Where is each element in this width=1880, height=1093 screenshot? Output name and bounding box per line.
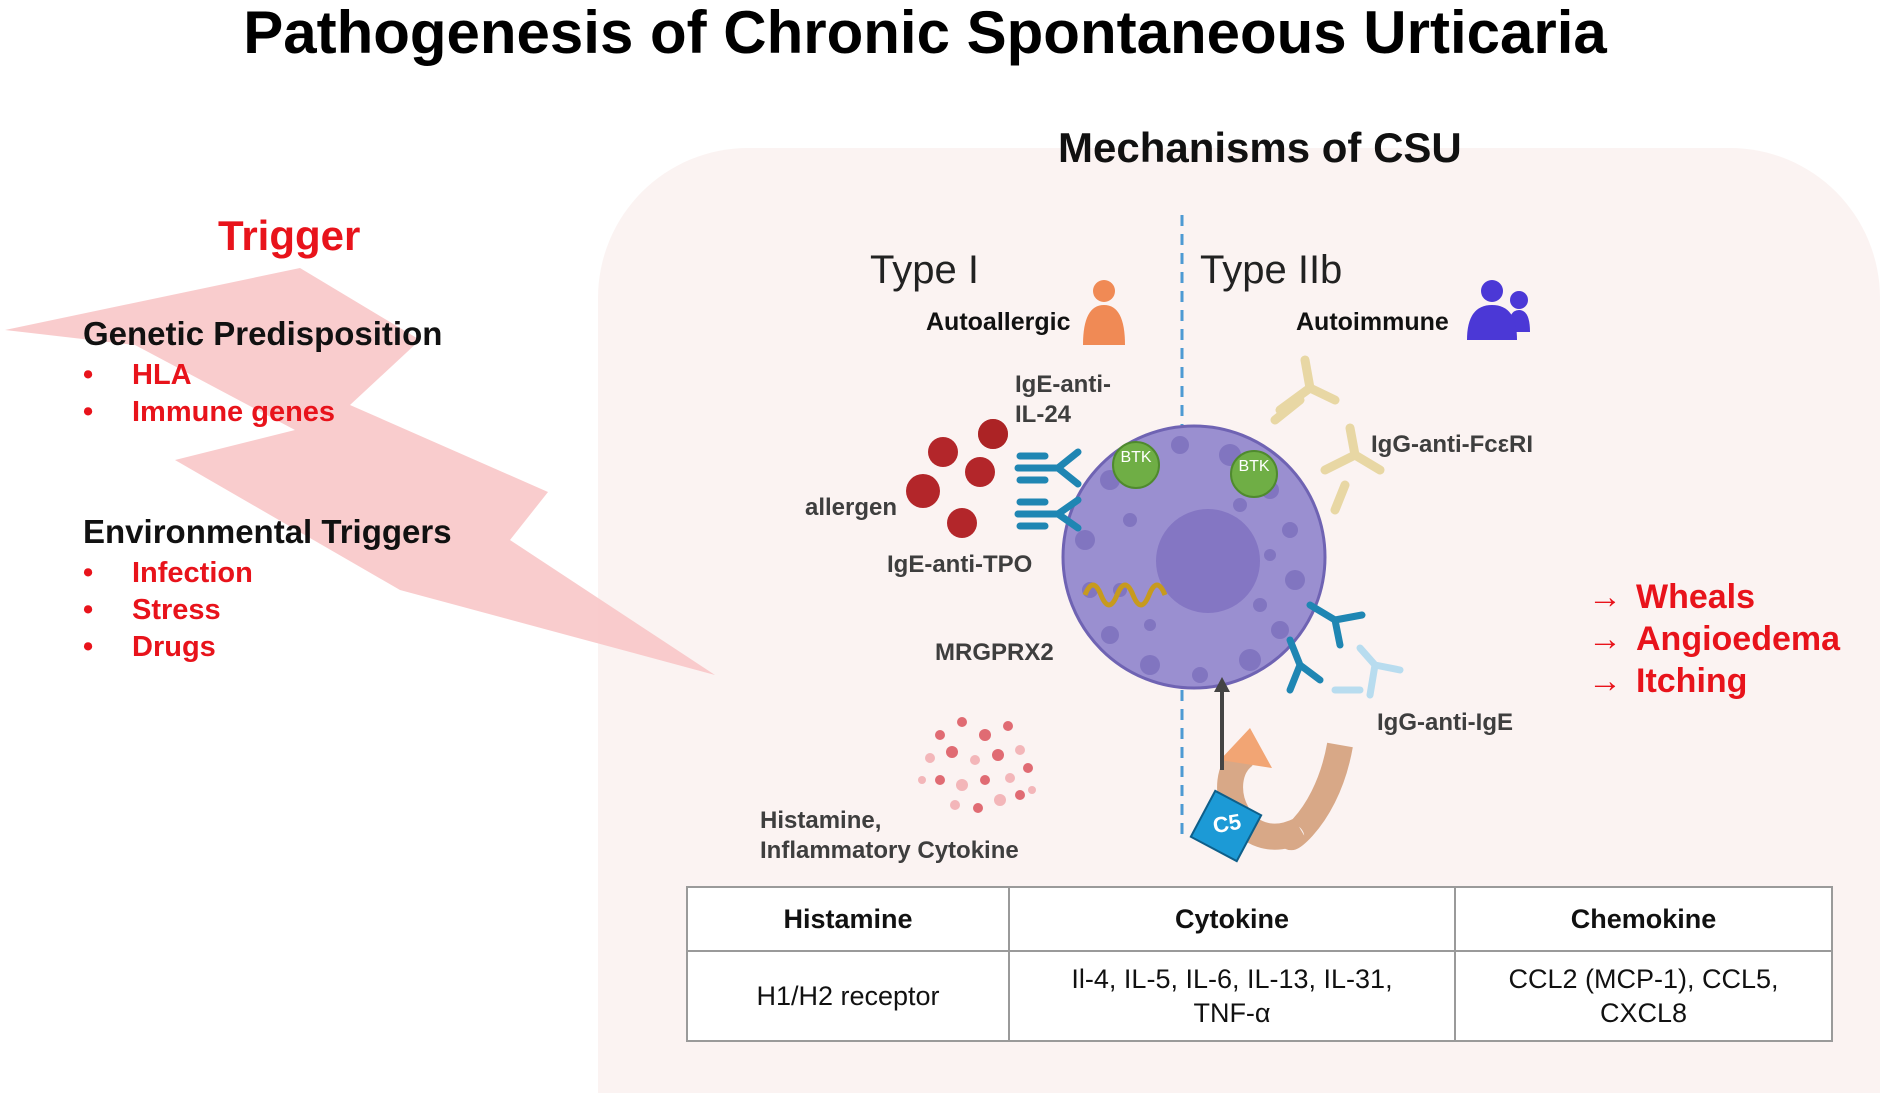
cell-line: H1/H2 receptor bbox=[756, 981, 940, 1011]
arrow-right-icon: → bbox=[1588, 662, 1622, 700]
genetic-predisposition-heading: Genetic Predisposition bbox=[83, 315, 443, 352]
ige-receptor-lower bbox=[1014, 496, 1082, 532]
environmental-triggers-section: Environmental Triggers Infection Stress … bbox=[83, 513, 452, 666]
btk-label-right: BTK bbox=[1238, 458, 1270, 475]
igg-anti-ige-antibodies bbox=[1286, 601, 1366, 694]
table-cell-cytokine: Il-4, IL-5, IL-6, IL-13, IL-31, TNF-α bbox=[1008, 950, 1456, 1042]
outcome-label: Angioedema bbox=[1636, 620, 1841, 658]
outcome-item: → Itching bbox=[1588, 660, 1840, 702]
mrgprx2-label: MRGPRX2 bbox=[935, 639, 1054, 666]
ige-anti-il24-line2: IL-24 bbox=[1015, 401, 1072, 428]
histamine-cytokine-line1: Histamine, bbox=[760, 807, 882, 834]
c5-up-arrowhead bbox=[1214, 677, 1230, 692]
table-header-cytokine: Cytokine bbox=[1008, 886, 1456, 952]
mediators-table: Histamine Cytokine Chemokine H1/H2 recep… bbox=[686, 886, 1833, 1042]
autoallergic-label: Autoallergic bbox=[926, 308, 1071, 336]
ige-anti-tpo-label: IgE-anti-TPO bbox=[887, 551, 1033, 578]
histamine-cytokine-line2: Inflammatory Cytokine bbox=[760, 837, 1019, 864]
genetic-item: HLA bbox=[83, 357, 442, 394]
c5-curved-arrow bbox=[1217, 742, 1353, 851]
genetic-item: Immune genes bbox=[83, 394, 442, 431]
igg-anti-ige-light bbox=[1331, 644, 1404, 699]
page-title: Pathogenesis of Chronic Spontaneous Urti… bbox=[243, 0, 1607, 66]
igg-anti-fceri-label: IgG-anti-FcεRI bbox=[1371, 431, 1534, 458]
type2b-label: Type IIb bbox=[1200, 248, 1343, 292]
outcome-item: → Angioedema bbox=[1588, 618, 1840, 660]
environmental-item: Drugs bbox=[83, 629, 452, 666]
table-header-row: Histamine Cytokine Chemokine bbox=[686, 886, 1833, 952]
table-cell-chemokine: CCL2 (MCP-1), CCL5, CXCL8 bbox=[1454, 950, 1833, 1042]
trigger-heading: Trigger bbox=[218, 212, 361, 259]
mrgprx2-receptor bbox=[1082, 582, 1168, 608]
autoallergic-person-icon bbox=[1083, 280, 1125, 345]
igg-anti-ige-label: IgG-anti-IgE bbox=[1377, 709, 1513, 736]
cell-line: Il-4, IL-5, IL-6, IL-13, IL-31, bbox=[1071, 964, 1393, 994]
c5-box bbox=[1189, 789, 1263, 863]
environmental-item: Infection bbox=[83, 555, 452, 592]
genetic-predisposition-section: Genetic Predisposition HLA Immune genes bbox=[83, 315, 442, 431]
outcome-label: Itching bbox=[1636, 662, 1748, 700]
arrow-right-icon: → bbox=[1588, 620, 1622, 658]
allergen-label: allergen bbox=[805, 494, 898, 521]
table-header-chemokine: Chemokine bbox=[1454, 886, 1833, 952]
outcome-item: → Wheals bbox=[1588, 576, 1840, 618]
mechanisms-title: Mechanisms of CSU bbox=[1058, 124, 1462, 171]
ige-anti-il24-line1: IgE-anti- bbox=[1015, 371, 1111, 398]
cell-line: TNF-α bbox=[1193, 998, 1271, 1028]
environmental-triggers-heading: Environmental Triggers bbox=[83, 513, 452, 550]
cell-nucleus bbox=[1156, 509, 1260, 613]
cell-line: CXCL8 bbox=[1599, 998, 1688, 1028]
ige-receptor-upper bbox=[1014, 448, 1082, 488]
arrow-right-icon: → bbox=[1588, 578, 1622, 616]
allergen-particles bbox=[906, 419, 1008, 538]
cell-line: CCL2 (MCP-1), CCL5, bbox=[1508, 964, 1779, 994]
clinical-outcomes: → Wheals → Angioedema → Itching bbox=[1588, 576, 1840, 702]
table-row: H1/H2 receptor Il-4, IL-5, IL-6, IL-13, … bbox=[686, 950, 1833, 1042]
autoimmune-group-icon bbox=[1467, 280, 1530, 340]
table-header-histamine: Histamine bbox=[686, 886, 1010, 952]
btk-circle-left bbox=[1112, 441, 1160, 489]
environmental-triggers-list: Infection Stress Drugs bbox=[83, 555, 452, 666]
btk-circle-right bbox=[1230, 450, 1278, 498]
type1-label: Type I bbox=[870, 248, 979, 292]
environmental-item: Stress bbox=[83, 592, 452, 629]
genetic-predisposition-list: HLA Immune genes bbox=[83, 357, 442, 431]
c5-arrowhead bbox=[1220, 728, 1272, 768]
ige-anti-il24-label: IgE-anti- IL-24 bbox=[1015, 370, 1111, 430]
outcome-label: Wheals bbox=[1636, 578, 1756, 616]
table-cell-histamine: H1/H2 receptor bbox=[686, 950, 1010, 1042]
histamine-cytokine-label: Histamine, Inflammatory Cytokine bbox=[760, 806, 1019, 866]
btk-label-left: BTK bbox=[1120, 449, 1152, 466]
igg-anti-fceri-antibodies bbox=[1270, 355, 1385, 515]
histamine-particles bbox=[918, 717, 1036, 813]
autoimmune-label: Autoimmune bbox=[1296, 308, 1449, 336]
